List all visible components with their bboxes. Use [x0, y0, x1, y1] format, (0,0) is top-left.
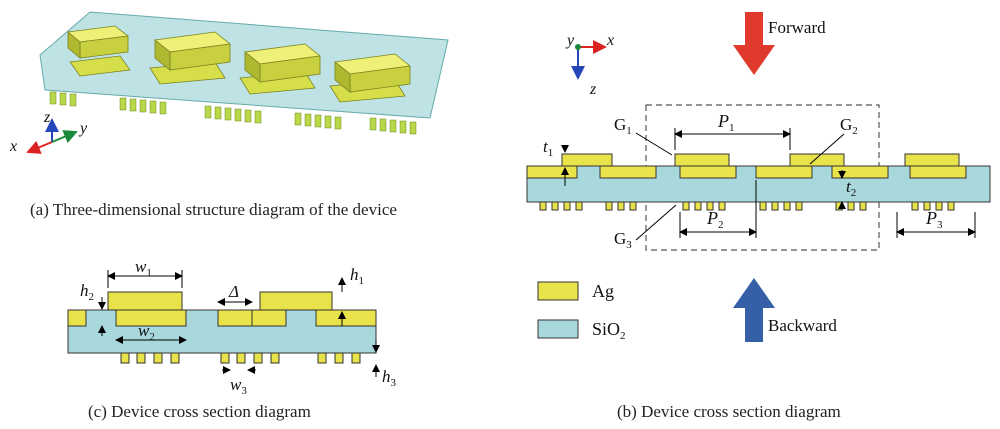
h3-label: h3 [382, 367, 397, 389]
legend-ag-label: Ag [592, 281, 614, 301]
axes-3d-icon: z x y [9, 109, 88, 155]
w2-label: w2 [138, 321, 155, 343]
ag-parts-b [526, 153, 967, 211]
forward-label: Forward [768, 18, 826, 37]
p2-label: P2 [706, 208, 724, 231]
backward-label: Backward [768, 316, 837, 335]
g2-label: G2 [840, 115, 858, 137]
g1-label: G1 [614, 115, 632, 137]
w1-label: w1 [135, 257, 152, 279]
ag-parts-c [67, 291, 377, 364]
legend-sio2-label: SiO2 [592, 319, 626, 342]
axis2d-y-label: y [565, 32, 575, 49]
p3-label: P3 [925, 208, 943, 231]
axis3d-x-label: x [9, 138, 17, 155]
bottom-teeth-3d [49, 91, 417, 135]
caption-b: (b) Device cross section diagram [617, 402, 841, 421]
axes-2d-icon: y x z [565, 32, 614, 98]
legend-ag-swatch [537, 281, 579, 301]
caption-a: (a) Three-dimensional structure diagram … [30, 200, 397, 219]
axis2d-x-label: x [606, 32, 614, 49]
t1-label: t1 [543, 137, 553, 159]
cross-section-b: y x z Forward [526, 12, 991, 342]
w3-label: w3 [230, 375, 247, 397]
h1-label: h1 [350, 265, 364, 287]
g3-label: G3 [614, 229, 632, 251]
h2-label: h2 [80, 281, 94, 303]
axis3d-z-label: z [43, 109, 51, 126]
legend-sio2-swatch [537, 319, 579, 339]
cross-section-c: w1 w2 w3 h1 h2 h3 Δ [67, 257, 397, 397]
caption-c: (c) Device cross section diagram [88, 402, 311, 421]
structure-3d: z x y [9, 11, 449, 155]
axis3d-y-label: y [78, 120, 88, 137]
upper-ag-blocks-3d [67, 25, 411, 93]
axis2d-z-label: z [589, 81, 597, 98]
p1-label: P1 [717, 111, 735, 134]
delta-label: Δ [228, 282, 239, 301]
t2-label: t2 [846, 177, 856, 199]
forward-arrow-icon [733, 12, 775, 75]
legend: Ag SiO2 [537, 281, 626, 342]
backward-arrow-icon [733, 278, 775, 342]
